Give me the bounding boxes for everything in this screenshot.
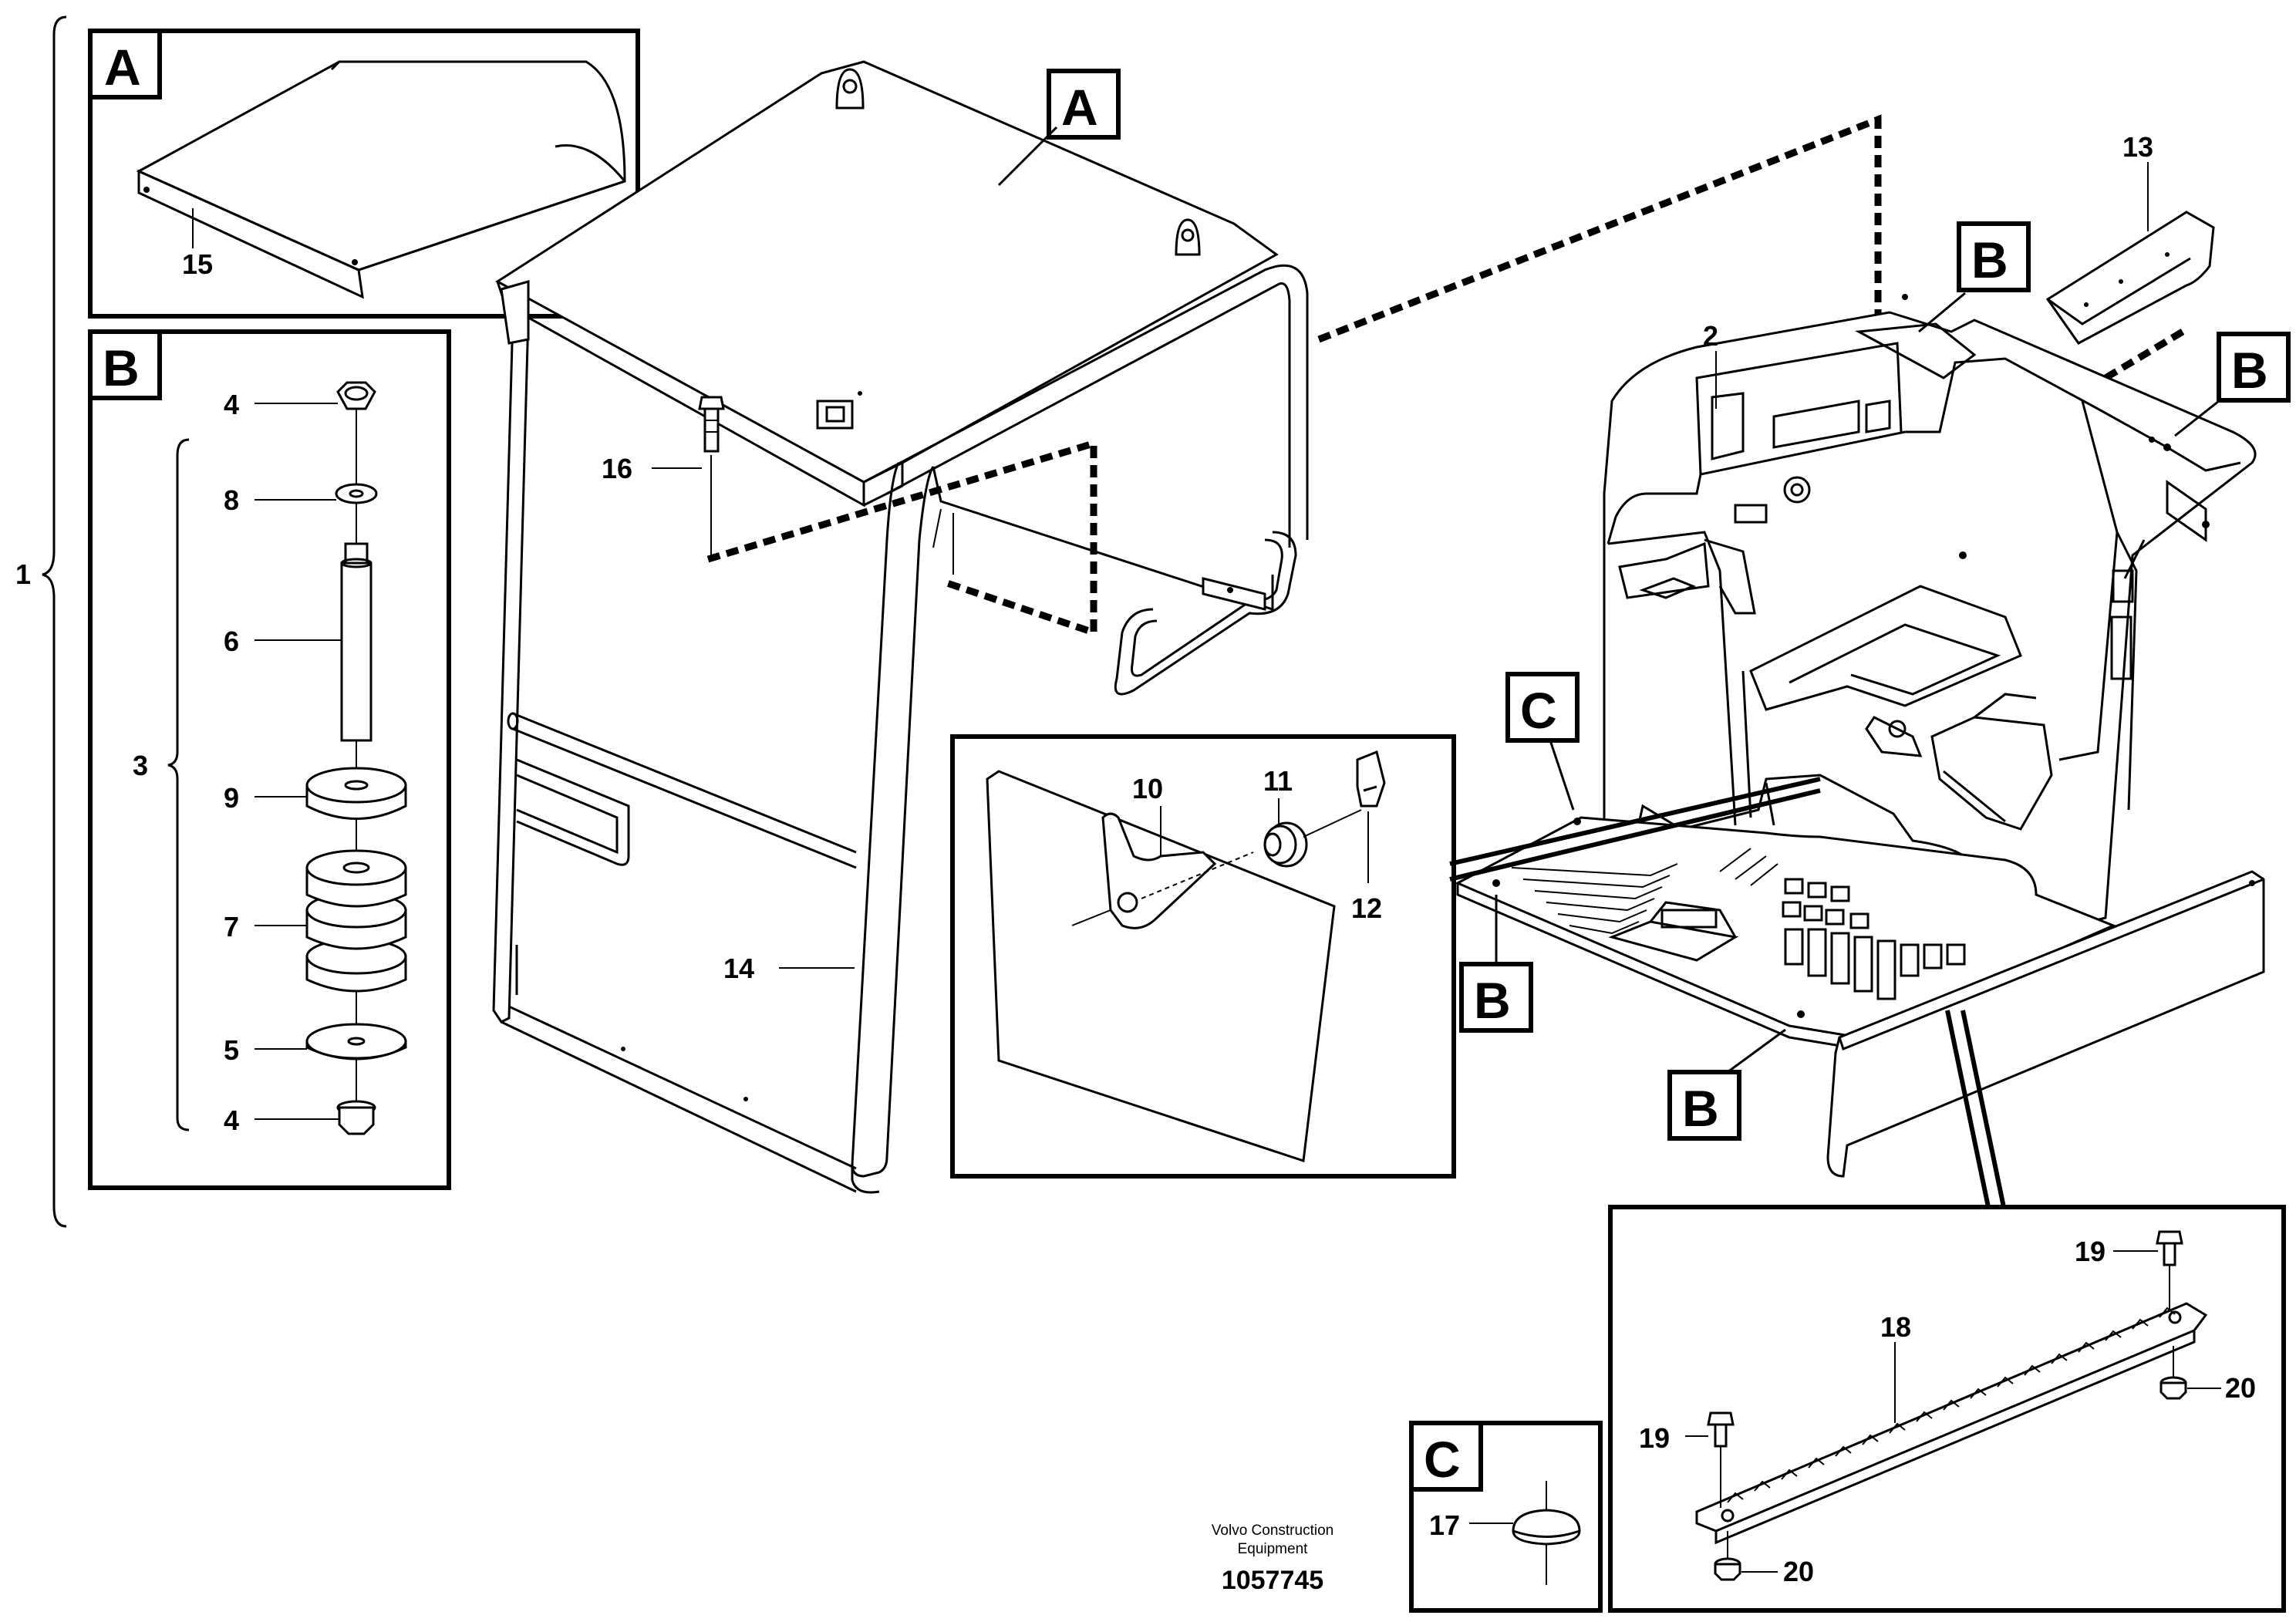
detail-ref-b-right: B [2174,332,2291,437]
svg-text:B: B [1682,1080,1719,1137]
floor-treads [1511,848,1778,935]
callout-11: 11 [1263,765,1293,797]
svg-text:B: B [1971,231,2008,288]
detail-panel-step-rail [1608,1205,2286,1613]
detail-panel-c: C [1409,1421,1603,1613]
detail-ref-b-floor-front: B [1667,1028,1786,1141]
callout-4-bottom: 4 [224,1104,239,1136]
callout-13: 13 [2122,131,2153,163]
callout-2: 2 [1703,320,1718,352]
callout-20-bottom: 20 [1783,1556,1814,1587]
rops-cab-frame [492,60,1309,1194]
callout-19-left: 19 [1639,1422,1670,1454]
drawing-footer: Volvo Construction Equipment 1057745 [1212,1523,1333,1595]
callout-6: 6 [224,626,239,657]
detail-panel-door-lock [950,734,1456,1179]
callout-14: 14 [723,953,754,984]
detail-panel-b: B 3 4 8 6 [88,329,451,1190]
callout-15: 15 [182,248,213,280]
callout-18: 18 [1880,1311,1911,1343]
svg-text:C: C [1520,682,1557,739]
detail-panel-a: A 15 [88,29,640,319]
bolt-16 [652,396,725,555]
callout-16: 16 [602,453,632,484]
callout-3: 3 [133,750,148,781]
callout-5: 5 [224,1034,239,1066]
drawing-number: 1057745 [1222,1566,1323,1595]
svg-text:A: A [1061,79,1098,136]
nut-bottom [336,1100,376,1135]
rubber-mount-stack [305,849,407,993]
bolt-19-left [1707,1411,1735,1508]
nut-20-right [2159,1346,2187,1400]
callout-20-right: 20 [2225,1372,2256,1404]
detail-label-b: B [103,339,140,396]
callout-9: 9 [224,782,239,814]
assembly-bracket-1: 1 [15,15,67,1228]
mounting-guide-lines [706,114,2185,638]
nut-20-bottom [1714,1531,1741,1581]
detail-ref-b-top: B [1918,221,2031,333]
plug-17 [1512,1481,1581,1585]
detail-ref-c-floor: C [1505,672,1580,811]
company-line-1: Volvo Construction [1212,1523,1333,1539]
callout-8: 8 [224,484,239,516]
callout-19-top: 19 [2075,1236,2106,1267]
nut-top [336,381,376,410]
roof-cover-drawing [136,60,626,299]
callout-10: 10 [1132,773,1163,804]
svg-text:B: B [1474,972,1511,1029]
callout-4-top: 4 [224,389,239,420]
callout-17: 17 [1429,1509,1460,1541]
callout-1: 1 [15,558,31,590]
cab-body [1455,294,2265,1178]
detail-ref-b-floor-left: B [1459,895,1533,1033]
callout-7: 7 [224,911,239,943]
detail-ref-a-roof: A [997,69,1121,187]
detail-label-a: A [104,39,141,96]
company-line-2: Equipment [1238,1541,1309,1557]
svg-text:B: B [2231,342,2268,399]
bolt-19-top [2156,1230,2183,1311]
rubber-pad-top [305,767,407,820]
detail-label-c: C [1424,1431,1461,1488]
spacer-sleeve [340,542,373,742]
washer-large [305,1023,407,1061]
grommet-11 [1263,821,1308,868]
callout-12: 12 [1351,892,1382,924]
washer-small [335,483,378,504]
cover-plate-13 [2045,211,2215,345]
clip-12 [1356,750,1386,808]
floor-vent-slots [1782,878,1966,1000]
